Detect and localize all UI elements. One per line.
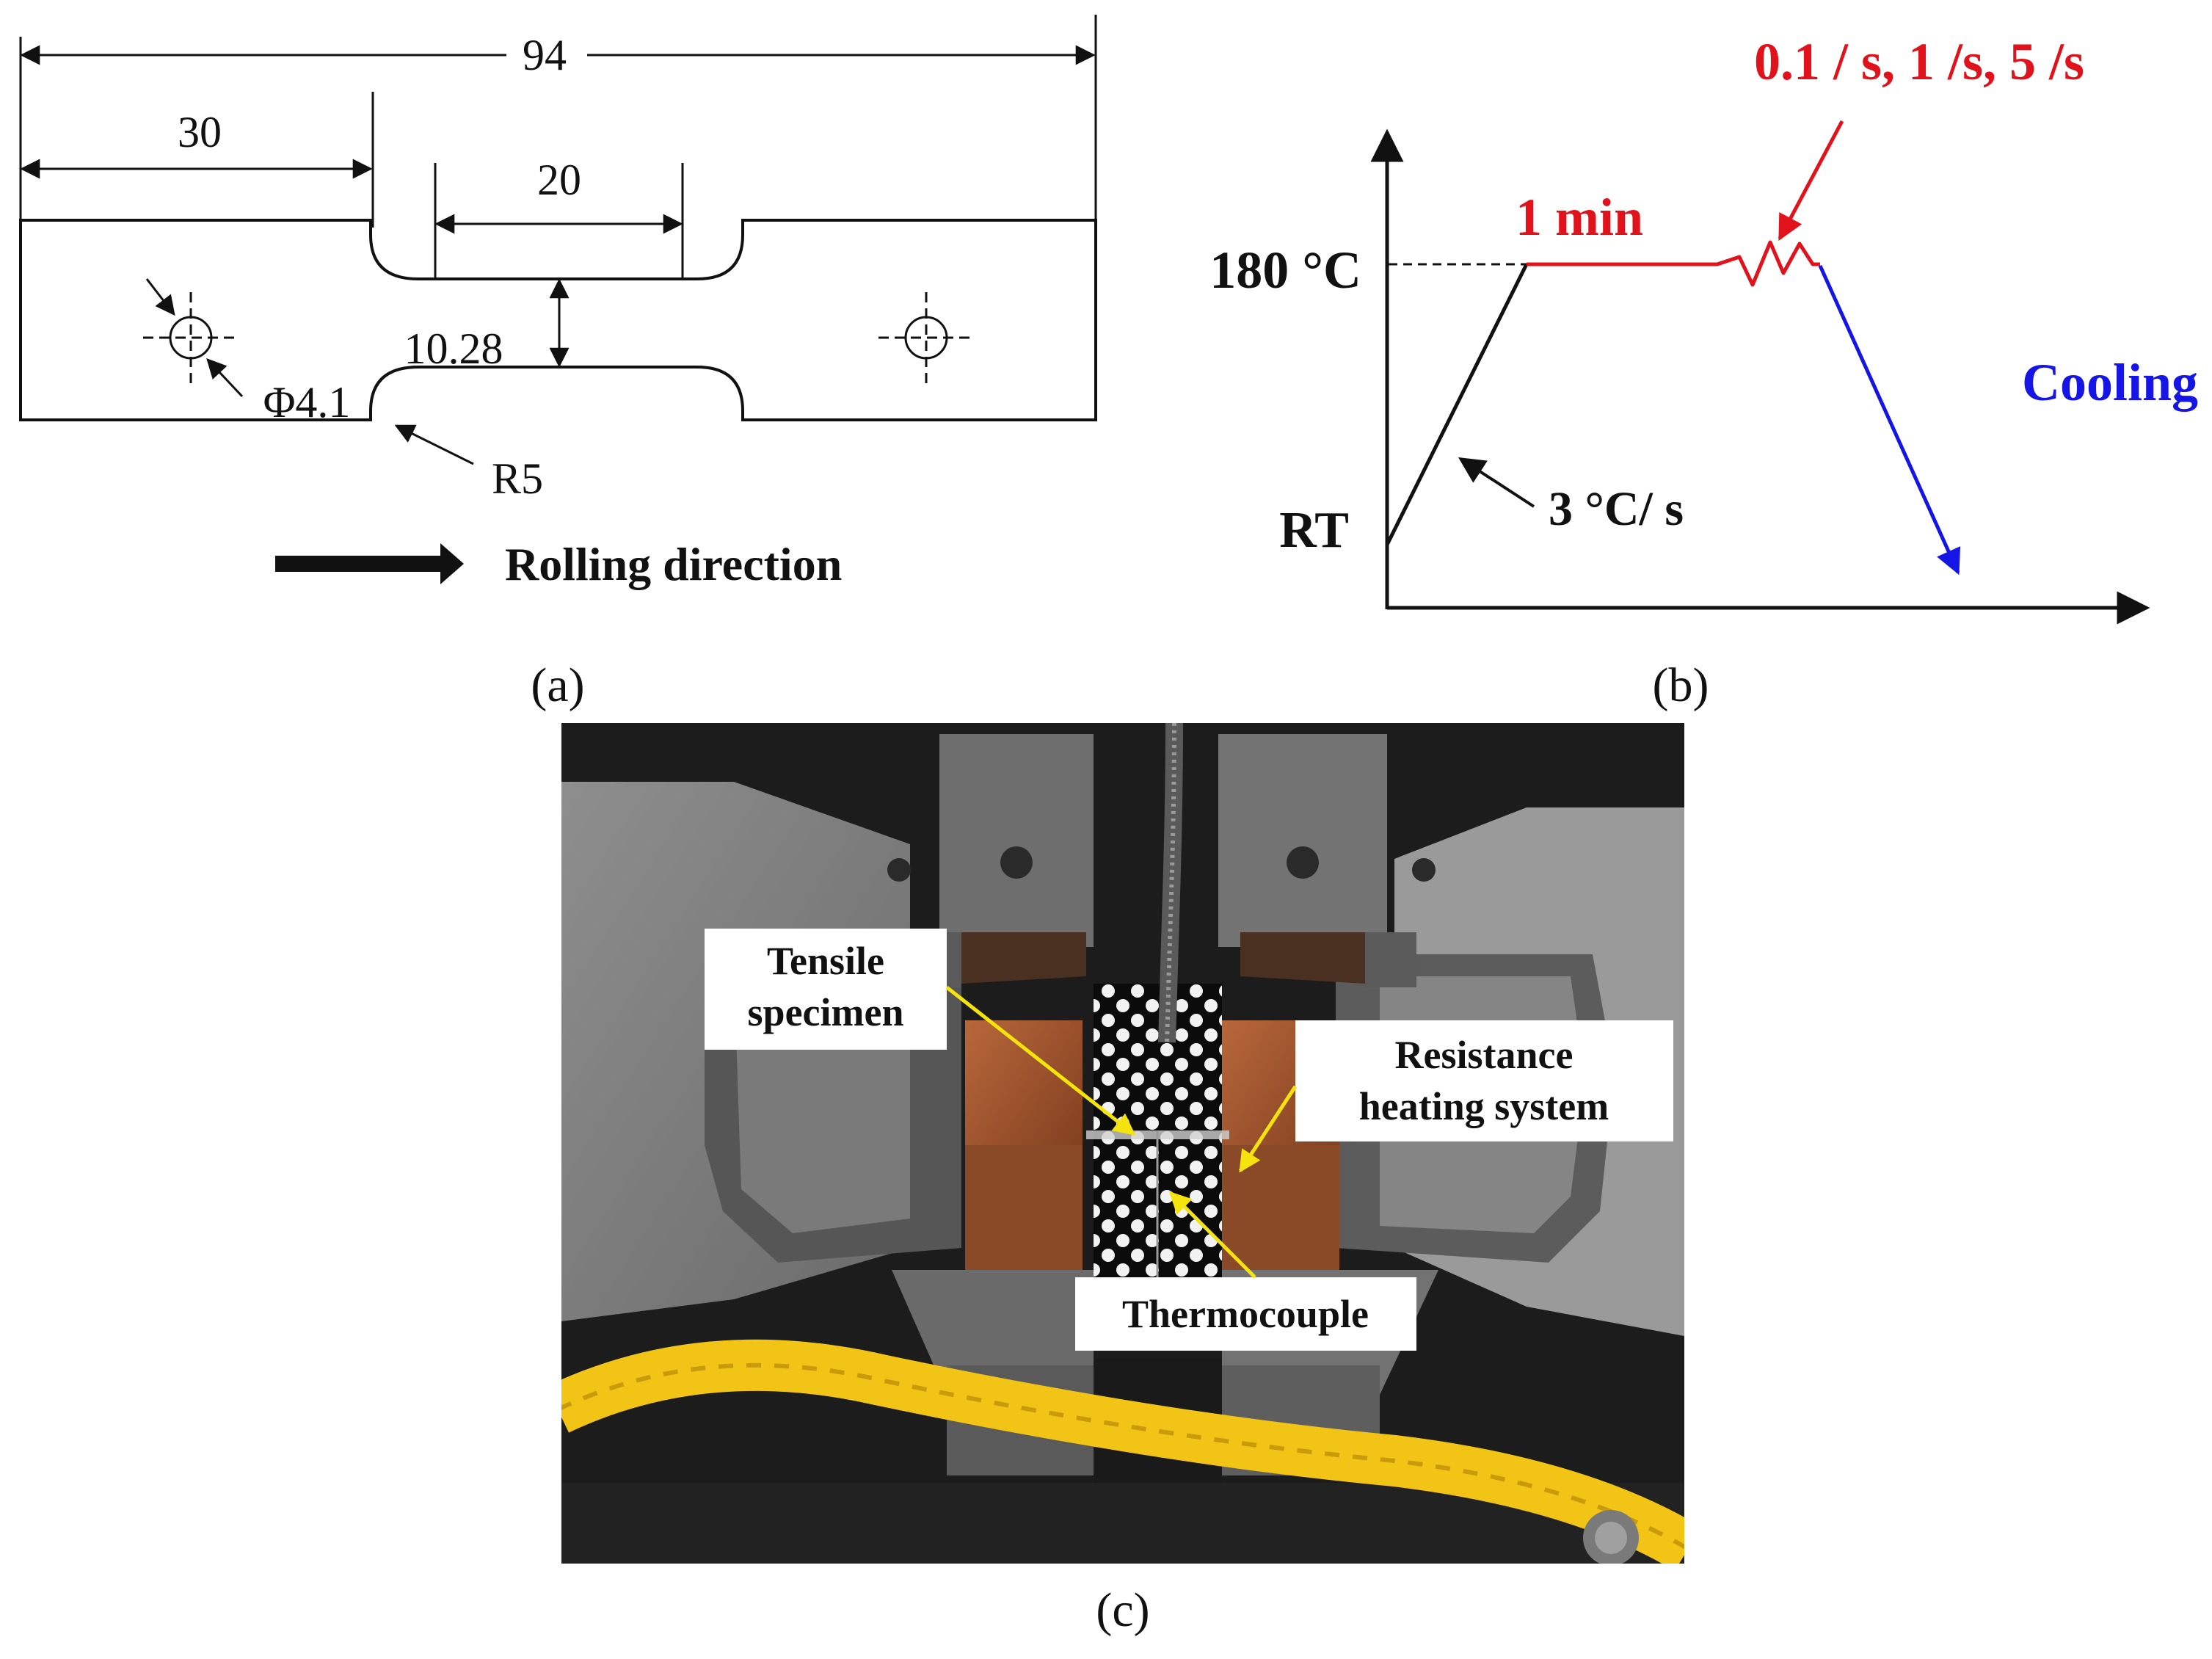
strain-rates-label: 0.1 / s, 1 /s, 5 /s — [1754, 32, 2084, 91]
heating-rate-arrow — [1458, 457, 1535, 508]
strain-rate-arrow — [1778, 120, 1844, 242]
cooling-line — [1818, 264, 1961, 576]
dim-grip-label: 30 — [178, 108, 222, 156]
callout-resistance-heating: Resistance heating system — [1238, 1020, 1673, 1173]
callout-thermocouple: Thermocouple — [1075, 1191, 1416, 1351]
specimen-outline — [19, 219, 1097, 421]
heating-rate-label: 3 °C/ s — [1549, 482, 1684, 536]
panel-c-label: (c) — [1096, 1583, 1149, 1637]
upper-right-grip — [1218, 734, 1387, 947]
right-copper-block-lower — [1222, 1145, 1339, 1277]
dim-hole-label: Φ4.1 — [263, 378, 351, 426]
rolling-direction-arrow-head — [440, 543, 464, 584]
temperature-label: 180 °C — [1209, 241, 1361, 300]
dim-gauge-length-label: 20 — [537, 156, 581, 204]
dim-total-label: 94 — [523, 31, 567, 79]
dim-gauge-width-label: 10.28 — [404, 324, 503, 373]
panel-c-photo: Tensile specimen Resistance heating syst… — [561, 723, 1684, 1564]
right-hole — [878, 292, 974, 383]
panel-b-label: (b) — [1653, 658, 1709, 712]
left-copper-block-lower — [965, 1145, 1083, 1277]
heating-ramp-line — [1385, 263, 1529, 546]
lower-left-grip — [892, 1270, 1094, 1395]
hold-time-label: 1 min — [1516, 188, 1643, 247]
upper-left-grip — [939, 734, 1094, 947]
callout-heating-leader — [1238, 1085, 1298, 1173]
callout-heating-line2: heating system — [1359, 1084, 1609, 1128]
panel-a-label: (a) — [531, 658, 584, 712]
callout-specimen-leader — [945, 986, 1136, 1136]
callout-specimen-line1: Tensile — [767, 939, 884, 983]
panel-a-specimen-drawing: 94 30 20 10.28 Φ4.1 R5 Rolling d — [19, 15, 1097, 590]
hold-and-deformation-line — [1527, 240, 1820, 287]
callout-specimen-line2: specimen — [748, 990, 904, 1034]
left-hole — [143, 292, 239, 383]
cooling-label: Cooling — [2022, 353, 2198, 412]
callout-thermocouple-label: Thermocouple — [1122, 1292, 1369, 1336]
panel-b-process-diagram: 180 °C RT 3 °C/ s 1 min 0.1 / s, 1 /s, 5… — [1209, 32, 2198, 625]
dim-radius-label: R5 — [492, 454, 543, 503]
rolling-direction-label: Rolling direction — [505, 538, 842, 590]
callout-tensile-specimen: Tensile specimen — [705, 929, 1136, 1136]
thermocouple-sheath — [1158, 723, 1183, 1043]
callout-thermocouple-leader — [1168, 1191, 1256, 1279]
room-temperature-label: RT — [1279, 502, 1349, 559]
callout-heating-line1: Resistance — [1395, 1033, 1573, 1077]
